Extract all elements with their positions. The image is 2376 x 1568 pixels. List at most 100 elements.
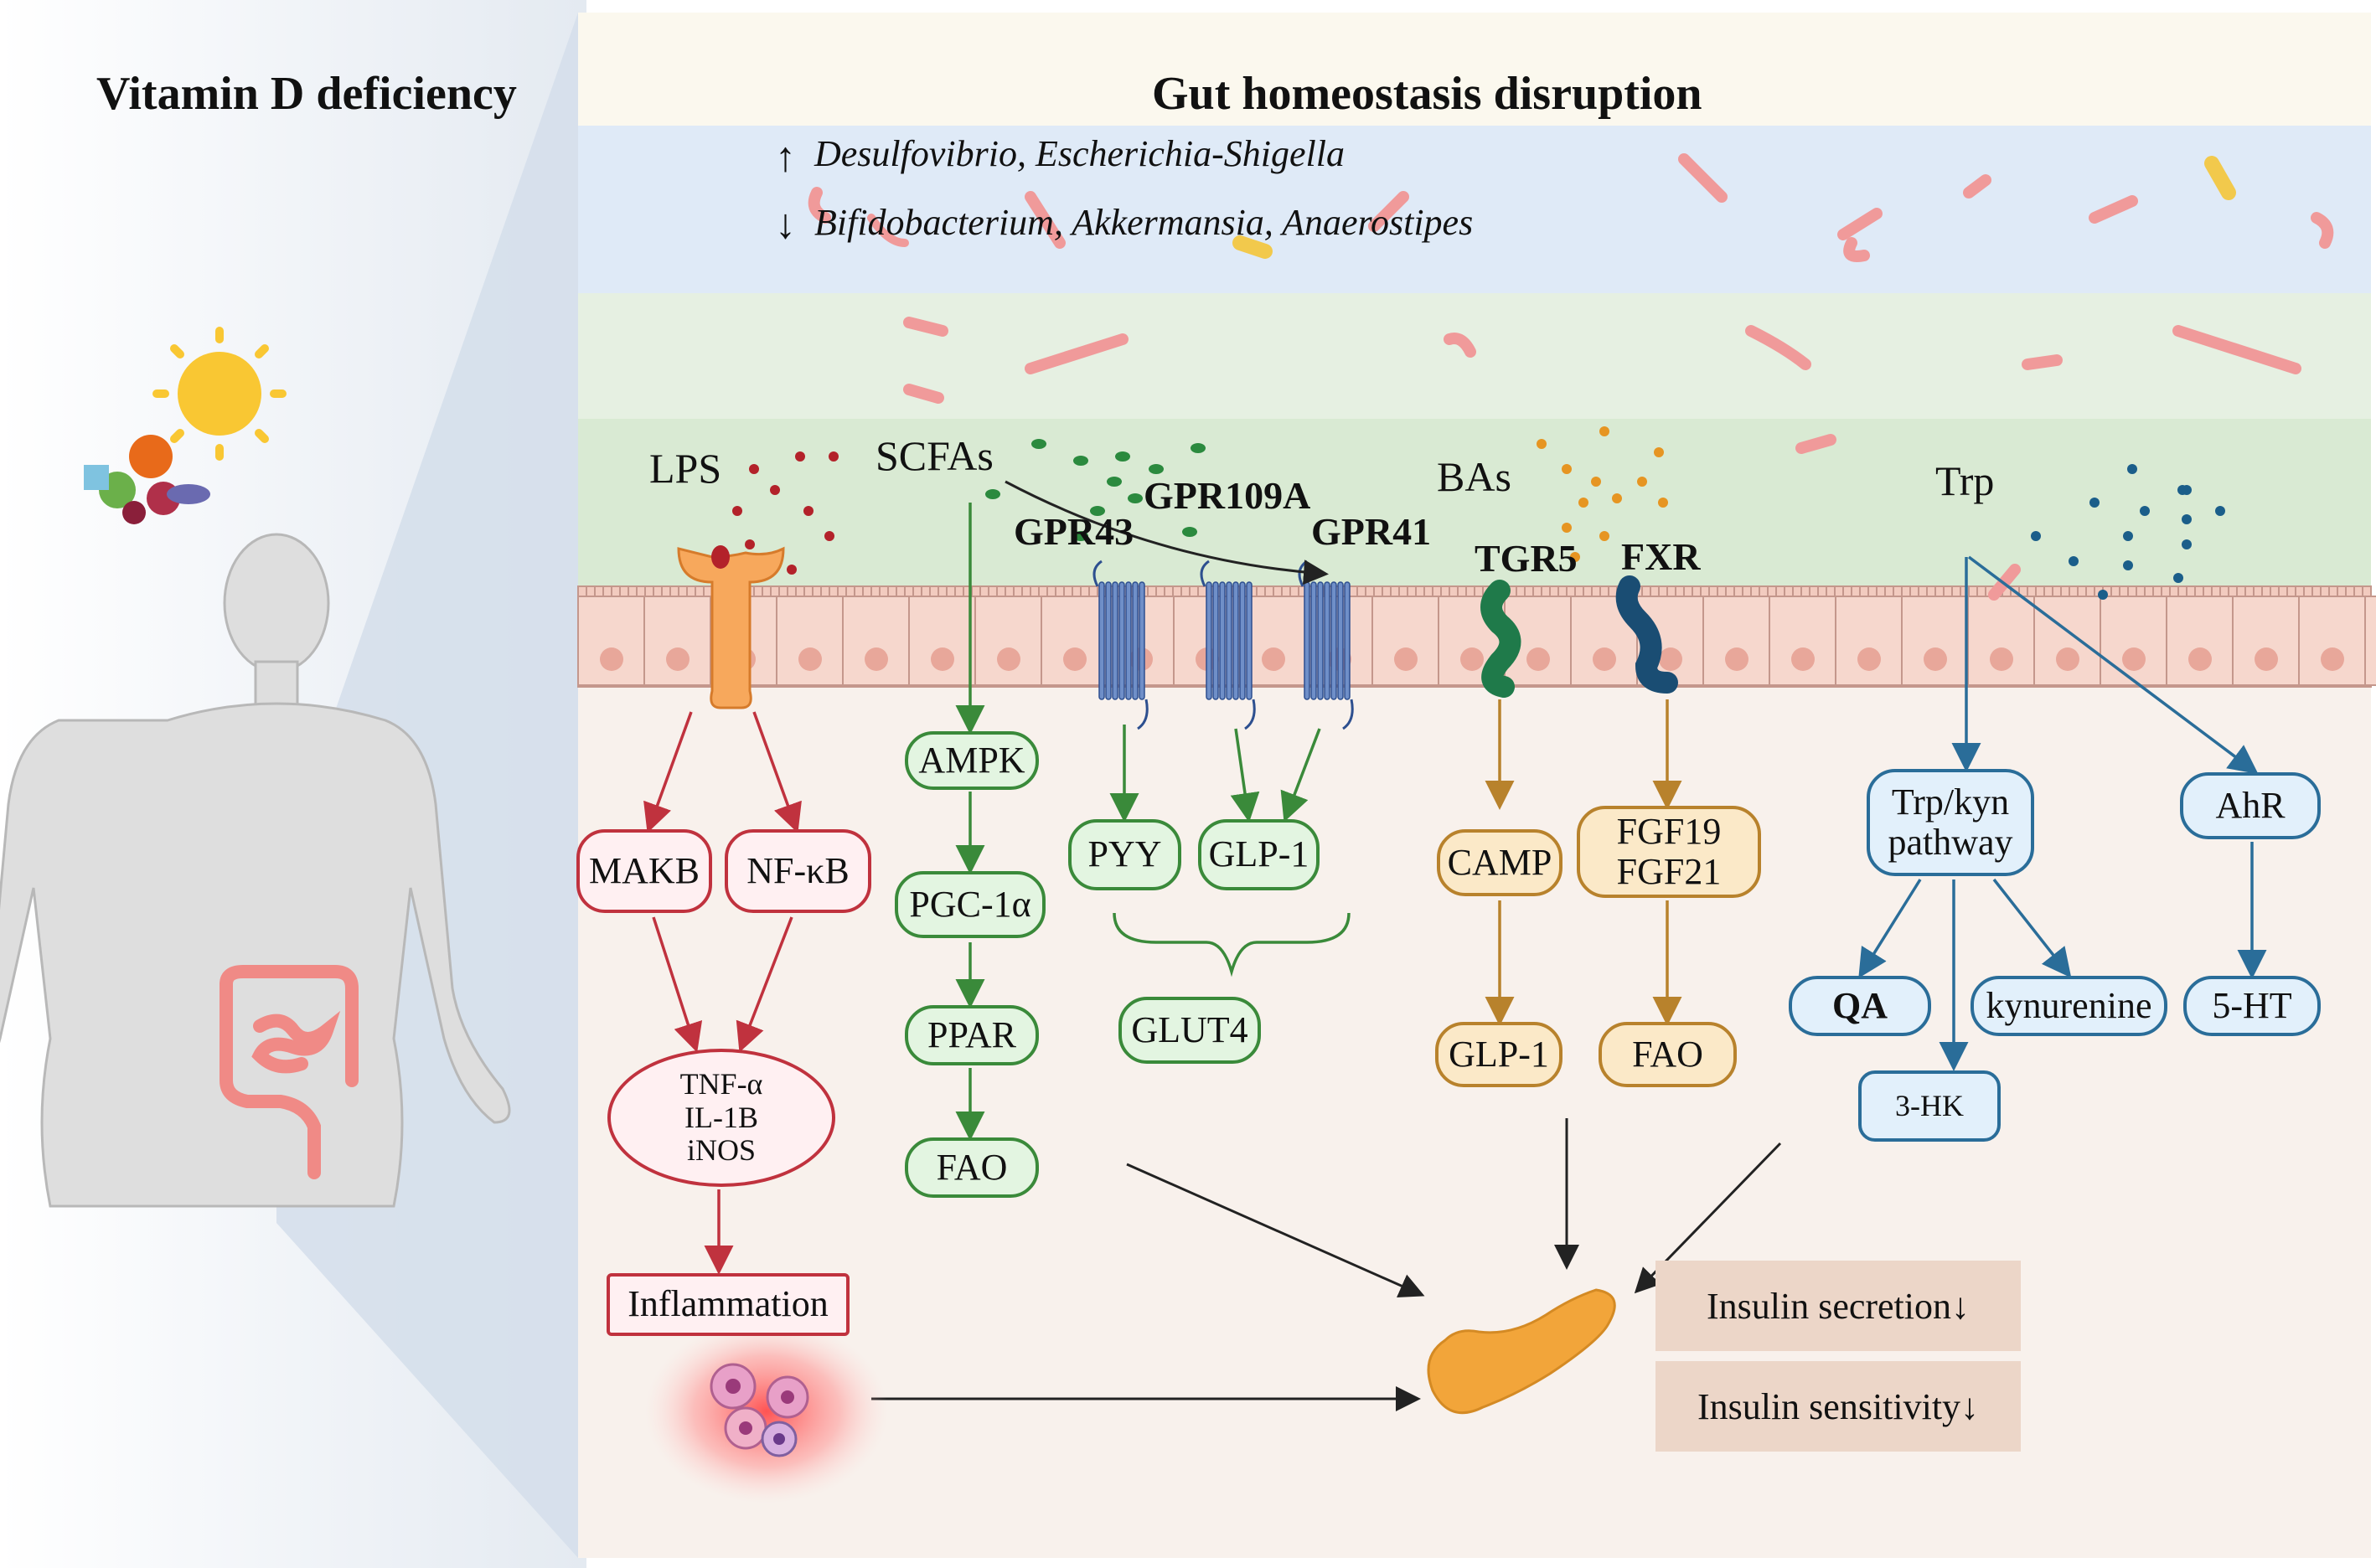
glp1-scfa-node: GLP-1 [1198,819,1320,890]
cell-nucleus [1990,647,2013,671]
cell-nucleus [1593,647,1616,671]
kynurenine-node: kynurenine [1971,976,2167,1036]
trp-label: Trp [1935,457,1995,504]
tgr5-receptor-icon [1480,580,1521,698]
pancreas-icon [1427,1288,1616,1415]
increase-arrow: ↑ [775,133,796,180]
cell-nucleus [1659,647,1682,671]
increased-taxa: Desulfovibrio, Escherichia-Shigella [814,133,1345,174]
cell-nucleus [2122,647,2146,671]
cell-nucleus [1857,647,1881,671]
epithelial-cell [643,596,711,686]
5ht-node: 5-HT [2183,976,2321,1036]
nfkb-node: NF-κB [725,829,871,913]
epithelial-cell [2298,596,2366,686]
gpr43-label: GPR43 [1014,510,1134,553]
cell-nucleus [1791,647,1815,671]
cell-nucleus [865,647,888,671]
camp-node: CAMP [1437,829,1562,896]
gpr109a-label: GPR109A [1144,474,1311,517]
trp-kyn-node: Trp/kyn pathway [1867,769,2034,876]
main-title: Gut homeostasis disruption [1152,68,1702,120]
epithelial-cell [2100,596,2167,686]
cell-nucleus [2188,647,2212,671]
fxr-receptor-icon [1615,575,1678,694]
lps-label: LPS [649,445,722,492]
sun-icon [152,327,287,461]
epithelium-layer [577,585,2376,688]
ahr-node: AhR [2180,772,2321,839]
epithelial-cell [2166,596,2234,686]
cell-nucleus [600,647,623,671]
epithelial-cell [1702,596,1770,686]
cell-nucleus [2056,647,2079,671]
epithelial-cell [1041,596,1108,686]
cell-nucleus [931,647,954,671]
epithelial-cell [1835,596,1903,686]
epithelial-cell [776,596,844,686]
cell-nucleus [666,647,690,671]
gpr41-label: GPR41 [1311,510,1432,553]
scfas-label: SCFAs [876,432,994,479]
cell-nucleus [1924,647,1947,671]
left-panel-title: Vitamin D deficiency [96,68,517,120]
cell-nucleus [1725,647,1748,671]
intestine-icon [220,965,359,1179]
insulin-secretion-outcome: Insulin secretion↓ [1655,1261,2021,1351]
ampk-node: AMPK [905,731,1039,790]
human-body-icon [0,533,511,1208]
epithelial-cell [842,596,910,686]
fxr-label: FXR [1621,535,1701,578]
decreased-taxa: Bifidobacterium, Akkermansia, Anaerostip… [814,202,1474,243]
lps-particles [732,451,839,575]
epithelial-cell [1967,596,2035,686]
bacteria-icon [1232,156,2236,259]
trp-particles [2031,464,2225,600]
epithelial-cell [1901,596,1969,686]
epithelial-cell [2364,596,2376,686]
epithelial-cell [1769,596,1836,686]
gpcr-icon [1200,560,1256,730]
vegetables-icon [84,435,210,524]
cell-nucleus [2321,647,2344,671]
epithelial-cell [2232,596,2300,686]
glut4-bracket [1113,912,1351,977]
ba-particles [1537,426,1668,562]
microvilli [577,586,2363,596]
pyy-node: PYY [1068,819,1181,890]
epithelial-cell [908,596,976,686]
cytokines-node: TNF-α IL-1B iNOS [607,1049,835,1187]
gpcr-icon [1092,560,1149,730]
epithelial-cell [2033,596,2101,686]
cell-nucleus [1526,647,1550,671]
qa-node: QA [1789,976,1931,1036]
bacteria-icon [808,153,2334,601]
fgf-node: FGF19 FGF21 [1577,806,1761,898]
cell-nucleus [997,647,1020,671]
cell-nucleus [1063,647,1087,671]
cell-nucleus [1394,647,1418,671]
ppar-node: PPAR [905,1005,1039,1065]
bas-label: BAs [1437,453,1511,500]
epithelial-cell [1371,596,1439,686]
insulin-sensitivity-outcome: Insulin sensitivity↓ [1655,1361,2021,1452]
glp1-ba-node: GLP-1 [1435,1022,1562,1087]
fao-scfa-node: FAO [905,1137,1039,1198]
cell-nucleus [1460,647,1484,671]
cell-nucleus [1262,647,1285,671]
epithelial-cell [974,596,1042,686]
makb-node: MAKB [576,829,712,913]
inflammation-node: Inflammation [607,1273,850,1336]
scfa-particles [985,439,1206,541]
glut4-node: GLUT4 [1118,997,1261,1064]
gpcr-receptor-icon [1092,560,1354,730]
pgc1a-node: PGC-1α [895,871,1046,938]
immune-cells-icon [645,1319,888,1504]
decrease-arrow: ↓ [775,200,796,247]
tlr4-receptor-icon [677,545,785,709]
tgr5-label: TGR5 [1475,537,1578,580]
cell-nucleus [2255,647,2278,671]
fao-ba-node: FAO [1599,1022,1737,1087]
cell-nucleus [798,647,822,671]
